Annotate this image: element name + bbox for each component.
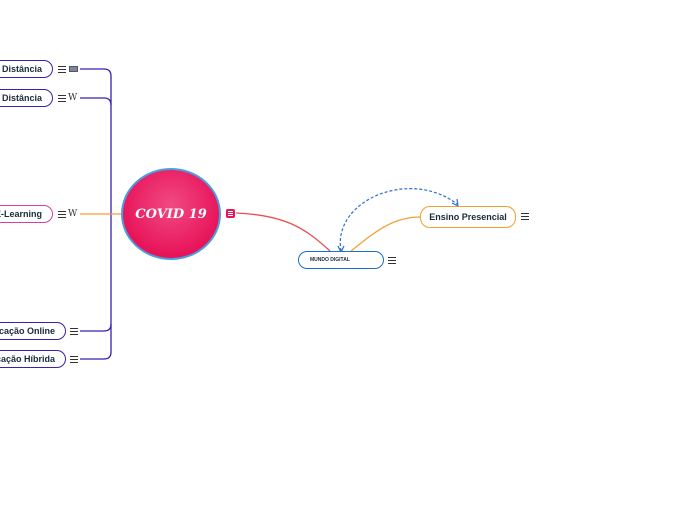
notes-icon[interactable] — [70, 328, 78, 335]
node-hibrida[interactable]: ıcação Híbrida — [0, 350, 66, 368]
node-distancia-label: Distância — [1, 64, 42, 74]
notes-icon[interactable] — [70, 356, 78, 363]
connector-distancia — [80, 68, 112, 213]
image-icon[interactable] — [69, 66, 78, 72]
node-elearning-label: E-Learning — [0, 209, 42, 219]
notes-icon[interactable] — [388, 257, 396, 264]
relationship-arrow — [339, 188, 458, 252]
node-mundo-digital[interactable]: MUNDO DIGITAL — [298, 251, 384, 269]
notes-icon[interactable] — [521, 213, 529, 220]
node-ensino-presencial-label: Ensino Presencial — [429, 212, 507, 222]
notes-icon[interactable] — [58, 211, 66, 218]
node-ensino-presencial[interactable]: Ensino Presencial — [420, 206, 516, 228]
connector-online — [80, 323, 112, 332]
node-online-label: cação Online — [0, 326, 55, 336]
wikipedia-icon[interactable]: W — [68, 93, 78, 103]
wikipedia-icon[interactable]: W — [68, 209, 78, 219]
connector-presencial — [350, 216, 422, 252]
node-y-distancia[interactable]: y Distância — [0, 89, 53, 107]
notes-icon[interactable] — [226, 209, 235, 218]
notes-icon[interactable] — [58, 66, 66, 73]
connector-trunk-lower — [80, 213, 112, 360]
node-mundo-digital-label: MUNDO DIGITAL — [310, 257, 350, 263]
central-topic-label: COVID 19 — [135, 206, 207, 222]
node-elearning[interactable]: E-Learning — [0, 205, 53, 223]
connector-y-distancia — [80, 97, 112, 106]
node-online[interactable]: cação Online — [0, 322, 66, 340]
central-topic[interactable]: COVID 19 — [121, 168, 221, 260]
connector-mundo — [235, 212, 331, 252]
node-distancia[interactable]: Distância — [0, 60, 53, 78]
notes-icon[interactable] — [58, 95, 66, 102]
node-y-distancia-label: y Distância — [0, 93, 42, 103]
node-hibrida-label: ıcação Híbrida — [0, 354, 55, 364]
relationship-arrowhead-end — [451, 198, 459, 208]
